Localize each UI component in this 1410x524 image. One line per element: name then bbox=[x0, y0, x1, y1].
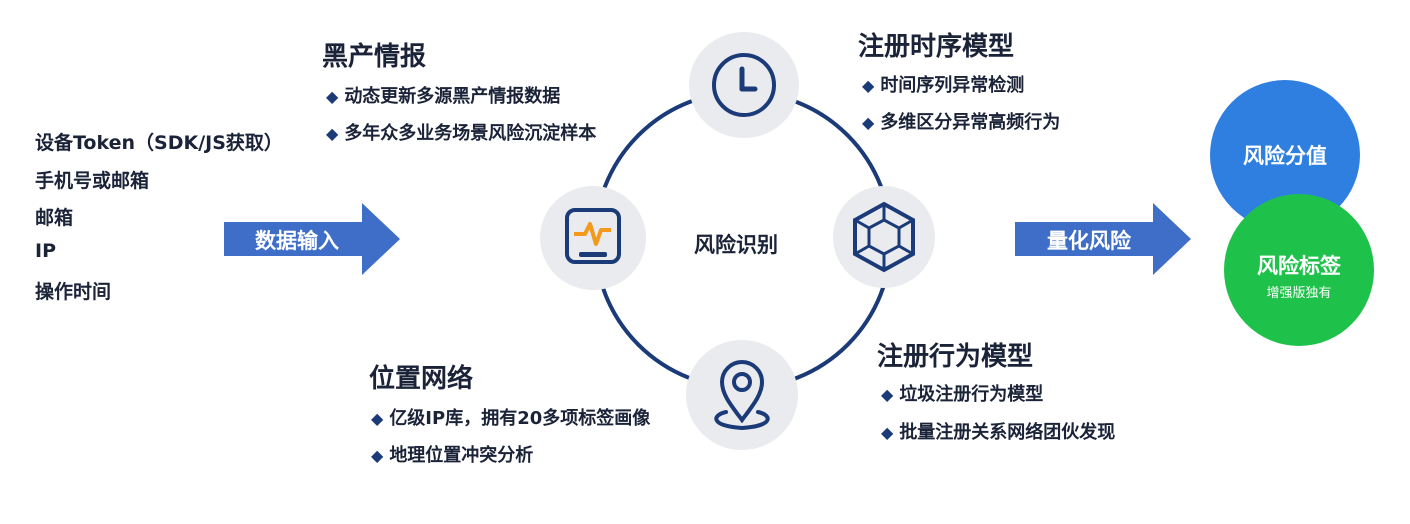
risk-score-label: 风险分值 bbox=[1243, 144, 1327, 168]
behavior-model-bullet-1-text: 垃圾注册行为模型 bbox=[899, 384, 1044, 405]
timing-model-bullet-2: ◆ 多维区分异常高频行为 bbox=[862, 108, 1060, 134]
blackmarket-bullet-2: ◆ 多年众多业务场景风险沉淀样本 bbox=[326, 119, 596, 145]
blackmarket-bullet-2-text: 多年众多业务场景风险沉淀样本 bbox=[344, 123, 597, 144]
timing-model-title: 注册时序模型 bbox=[858, 32, 1015, 62]
diamond-bullet-icon: ◆ bbox=[881, 423, 894, 442]
data-input-label: 数据输入 bbox=[255, 229, 339, 253]
location-bullet-1: ◆ 亿级IP库，拥有20多项标签画像 bbox=[371, 404, 650, 430]
input-item-ip: IP bbox=[35, 240, 56, 262]
pin-icon-circle bbox=[686, 340, 798, 450]
location-pin-icon bbox=[714, 360, 770, 431]
clock-icon-circle bbox=[689, 32, 799, 138]
behavior-model-bullet-2-text: 批量注册关系网络团伙发现 bbox=[899, 422, 1116, 443]
risk-tag-ball: 风险标签 增强版独有 bbox=[1224, 194, 1374, 346]
diamond-bullet-icon: ◆ bbox=[862, 76, 875, 95]
diamond-bullet-icon: ◆ bbox=[326, 87, 339, 106]
quantify-arrow bbox=[1015, 203, 1191, 275]
diamond-bullet-icon: ◆ bbox=[881, 385, 894, 404]
input-item-phone-or-email: 手机号或邮箱 bbox=[35, 170, 150, 192]
diamond-bullet-icon: ◆ bbox=[371, 409, 384, 428]
blackmarket-bullet-1: ◆ 动态更新多源黑产情报数据 bbox=[326, 82, 560, 108]
clock-icon bbox=[712, 53, 776, 117]
blackmarket-title: 黑产情报 bbox=[322, 42, 427, 72]
risk-tag-label: 风险标签 bbox=[1257, 254, 1341, 278]
monitor-pulse-icon bbox=[565, 208, 621, 264]
input-item-device-token: 设备Token（SDK/JS获取） bbox=[35, 132, 283, 154]
location-bullet-2: ◆ 地理位置冲突分析 bbox=[371, 441, 533, 467]
location-bullet-2-text: 地理位置冲突分析 bbox=[389, 445, 534, 466]
data-input-arrow bbox=[224, 203, 400, 275]
cube-icon bbox=[853, 201, 915, 273]
location-bullet-1-text: 亿级IP库，拥有20多项标签画像 bbox=[389, 408, 651, 429]
timing-model-bullet-1-text: 时间序列异常检测 bbox=[880, 75, 1025, 96]
location-title: 位置网络 bbox=[369, 364, 474, 394]
behavior-model-title: 注册行为模型 bbox=[877, 342, 1034, 372]
monitor-icon-circle bbox=[540, 186, 646, 290]
timing-model-bullet-1: ◆ 时间序列异常检测 bbox=[862, 71, 1024, 97]
input-item-email: 邮箱 bbox=[35, 207, 74, 229]
behavior-model-bullet-1: ◆ 垃圾注册行为模型 bbox=[881, 380, 1043, 406]
behavior-model-bullet-2: ◆ 批量注册关系网络团伙发现 bbox=[881, 418, 1115, 444]
diamond-bullet-icon: ◆ bbox=[862, 113, 875, 132]
quantify-label: 量化风险 bbox=[1047, 229, 1131, 253]
diamond-bullet-icon: ◆ bbox=[326, 124, 339, 143]
cube-icon-circle bbox=[833, 186, 935, 288]
risk-tag-sub: 增强版独有 bbox=[1266, 286, 1332, 301]
diamond-bullet-icon: ◆ bbox=[371, 446, 384, 465]
center-label: 风险识别 bbox=[694, 233, 778, 257]
timing-model-bullet-2-text: 多维区分异常高频行为 bbox=[880, 112, 1061, 133]
blackmarket-bullet-1-text: 动态更新多源黑产情报数据 bbox=[344, 86, 561, 107]
input-item-operation-time: 操作时间 bbox=[35, 281, 112, 303]
